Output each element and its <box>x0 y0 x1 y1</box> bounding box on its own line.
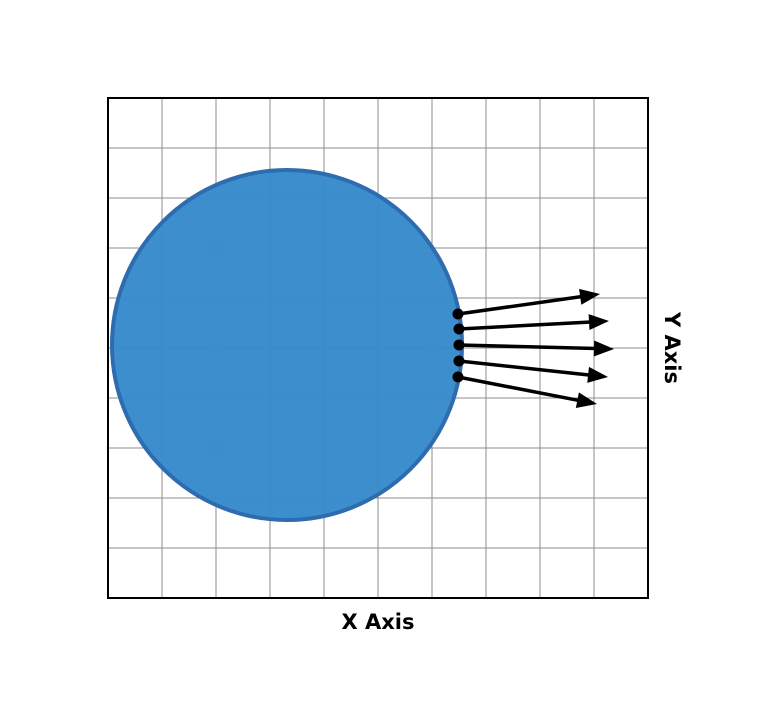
y-axis-label: Y Axis <box>660 311 684 385</box>
arrow-head <box>579 288 600 305</box>
arrow-head <box>575 392 597 409</box>
arrow-head <box>587 366 608 383</box>
arrows-group <box>452 288 614 409</box>
arrow-origin-dot <box>452 371 464 383</box>
blue-circle <box>110 168 464 522</box>
arrow-shaft <box>458 320 592 331</box>
x-axis-label: X Axis <box>341 610 415 634</box>
arrow-head <box>593 340 614 357</box>
arrow-shaft <box>457 294 583 316</box>
arrow-origin-dot <box>453 323 465 335</box>
arrow <box>453 355 608 383</box>
arrow-shaft <box>458 359 591 377</box>
arrow-origin-dot <box>453 355 465 367</box>
arrow <box>452 371 597 409</box>
arrow <box>453 314 609 335</box>
arrow <box>453 339 614 357</box>
arrow <box>452 288 600 320</box>
plot-frame <box>107 97 649 599</box>
arrow-head <box>588 314 609 331</box>
arrow-shaft <box>458 343 597 351</box>
arrow-origin-dot <box>453 339 465 351</box>
arrow-origin-dot <box>452 308 464 320</box>
arrow-shaft <box>457 375 580 403</box>
